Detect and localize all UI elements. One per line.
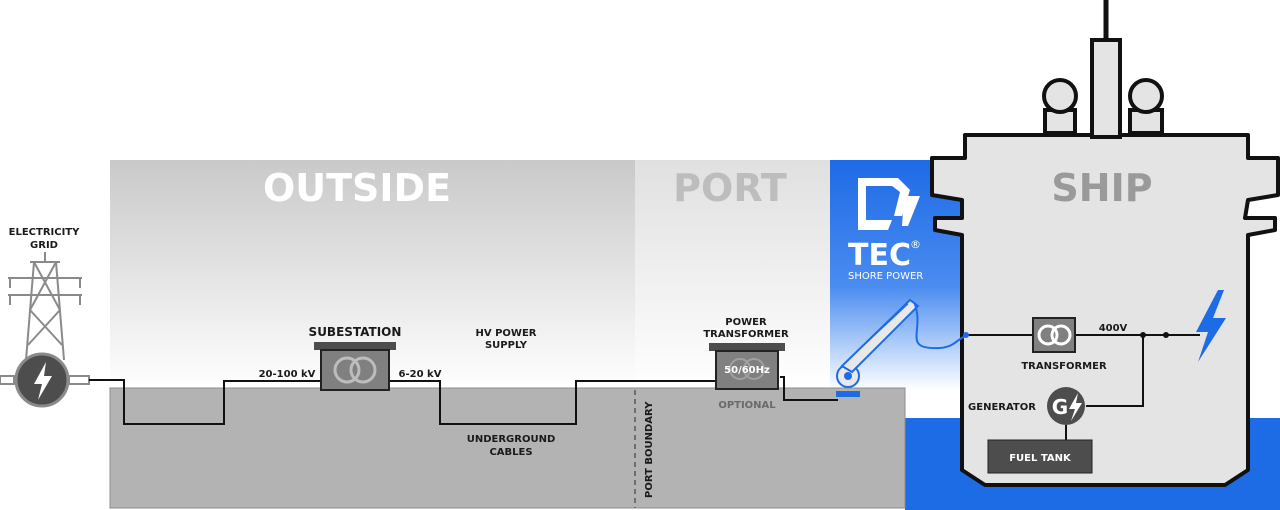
generator-label: GENERATOR — [968, 402, 1036, 413]
fuel-tank-label: FUEL TANK — [1009, 453, 1072, 464]
transmission-tower-icon — [8, 252, 82, 361]
frequency-label: 50/60Hz — [724, 365, 770, 376]
electricity-grid-label-1: ELECTRICITY — [9, 227, 80, 238]
zone-title-outside: OUTSIDE — [263, 166, 451, 210]
hv-supply-label-2: SUPPLY — [485, 340, 528, 351]
ground-block — [109, 387, 906, 509]
ship-transformer-label: TRANSFORMER — [1021, 361, 1107, 372]
underground-cable — [89, 376, 838, 425]
voltage-out-label: 6-20 kV — [399, 369, 442, 380]
grid-stub-right — [68, 375, 90, 385]
voltage-in-label: 20-100 kV — [259, 369, 316, 380]
generator-icon — [1047, 387, 1085, 425]
ship-lightning-bolt-icon — [1196, 290, 1226, 362]
shore-power-zone — [830, 160, 960, 390]
ship-cable — [966, 334, 1200, 407]
shore-crane-icon — [836, 298, 967, 397]
optional-label: OPTIONAL — [718, 400, 776, 411]
power-transformer-box — [715, 350, 779, 390]
zone-title-port: PORT — [673, 166, 787, 210]
power-transformer-coil-icon — [729, 358, 765, 380]
substation-roof — [314, 342, 396, 350]
power-transformer-label-1: POWER — [725, 317, 767, 328]
hv-supply-label-1: HV POWER — [476, 328, 537, 339]
port-boundary-label: PORT BOUNDARY — [644, 401, 655, 498]
generator-bolt-icon — [1069, 393, 1082, 421]
electricity-grid-label-2: GRID — [30, 240, 58, 251]
underground-label-1: UNDERGROUND — [467, 434, 556, 445]
power-transformer-roof — [709, 343, 785, 351]
zone-title-ship: SHIP — [1051, 166, 1152, 210]
substation-box — [320, 349, 390, 391]
tec-tagline: SHORE POWER — [848, 271, 923, 282]
ship-superstructure — [1042, 0, 1164, 139]
tec-brand-name: TEC — [848, 238, 911, 273]
transformer-coil-icon — [333, 356, 377, 384]
junction-node-2 — [1163, 332, 1169, 338]
grid-stub-left — [0, 375, 15, 385]
tec-logo-icon — [858, 178, 920, 230]
lightning-bolt-icon — [34, 362, 52, 400]
generator-symbol: G — [1052, 395, 1068, 419]
power-transformer-label-2: TRANSFORMER — [703, 329, 789, 340]
tec-registered-mark: ® — [910, 238, 921, 251]
ship-inlet-node — [963, 332, 969, 338]
ship-transformer-coil-icon — [1037, 324, 1072, 346]
underground-label-2: CABLES — [489, 447, 532, 458]
substation-label: SUBESTATION — [309, 325, 402, 339]
ship-hull — [930, 133, 1280, 487]
ship-voltage-label: 400V — [1099, 323, 1128, 334]
junction-node-1 — [1140, 332, 1146, 338]
fuel-tank-box — [987, 439, 1093, 474]
